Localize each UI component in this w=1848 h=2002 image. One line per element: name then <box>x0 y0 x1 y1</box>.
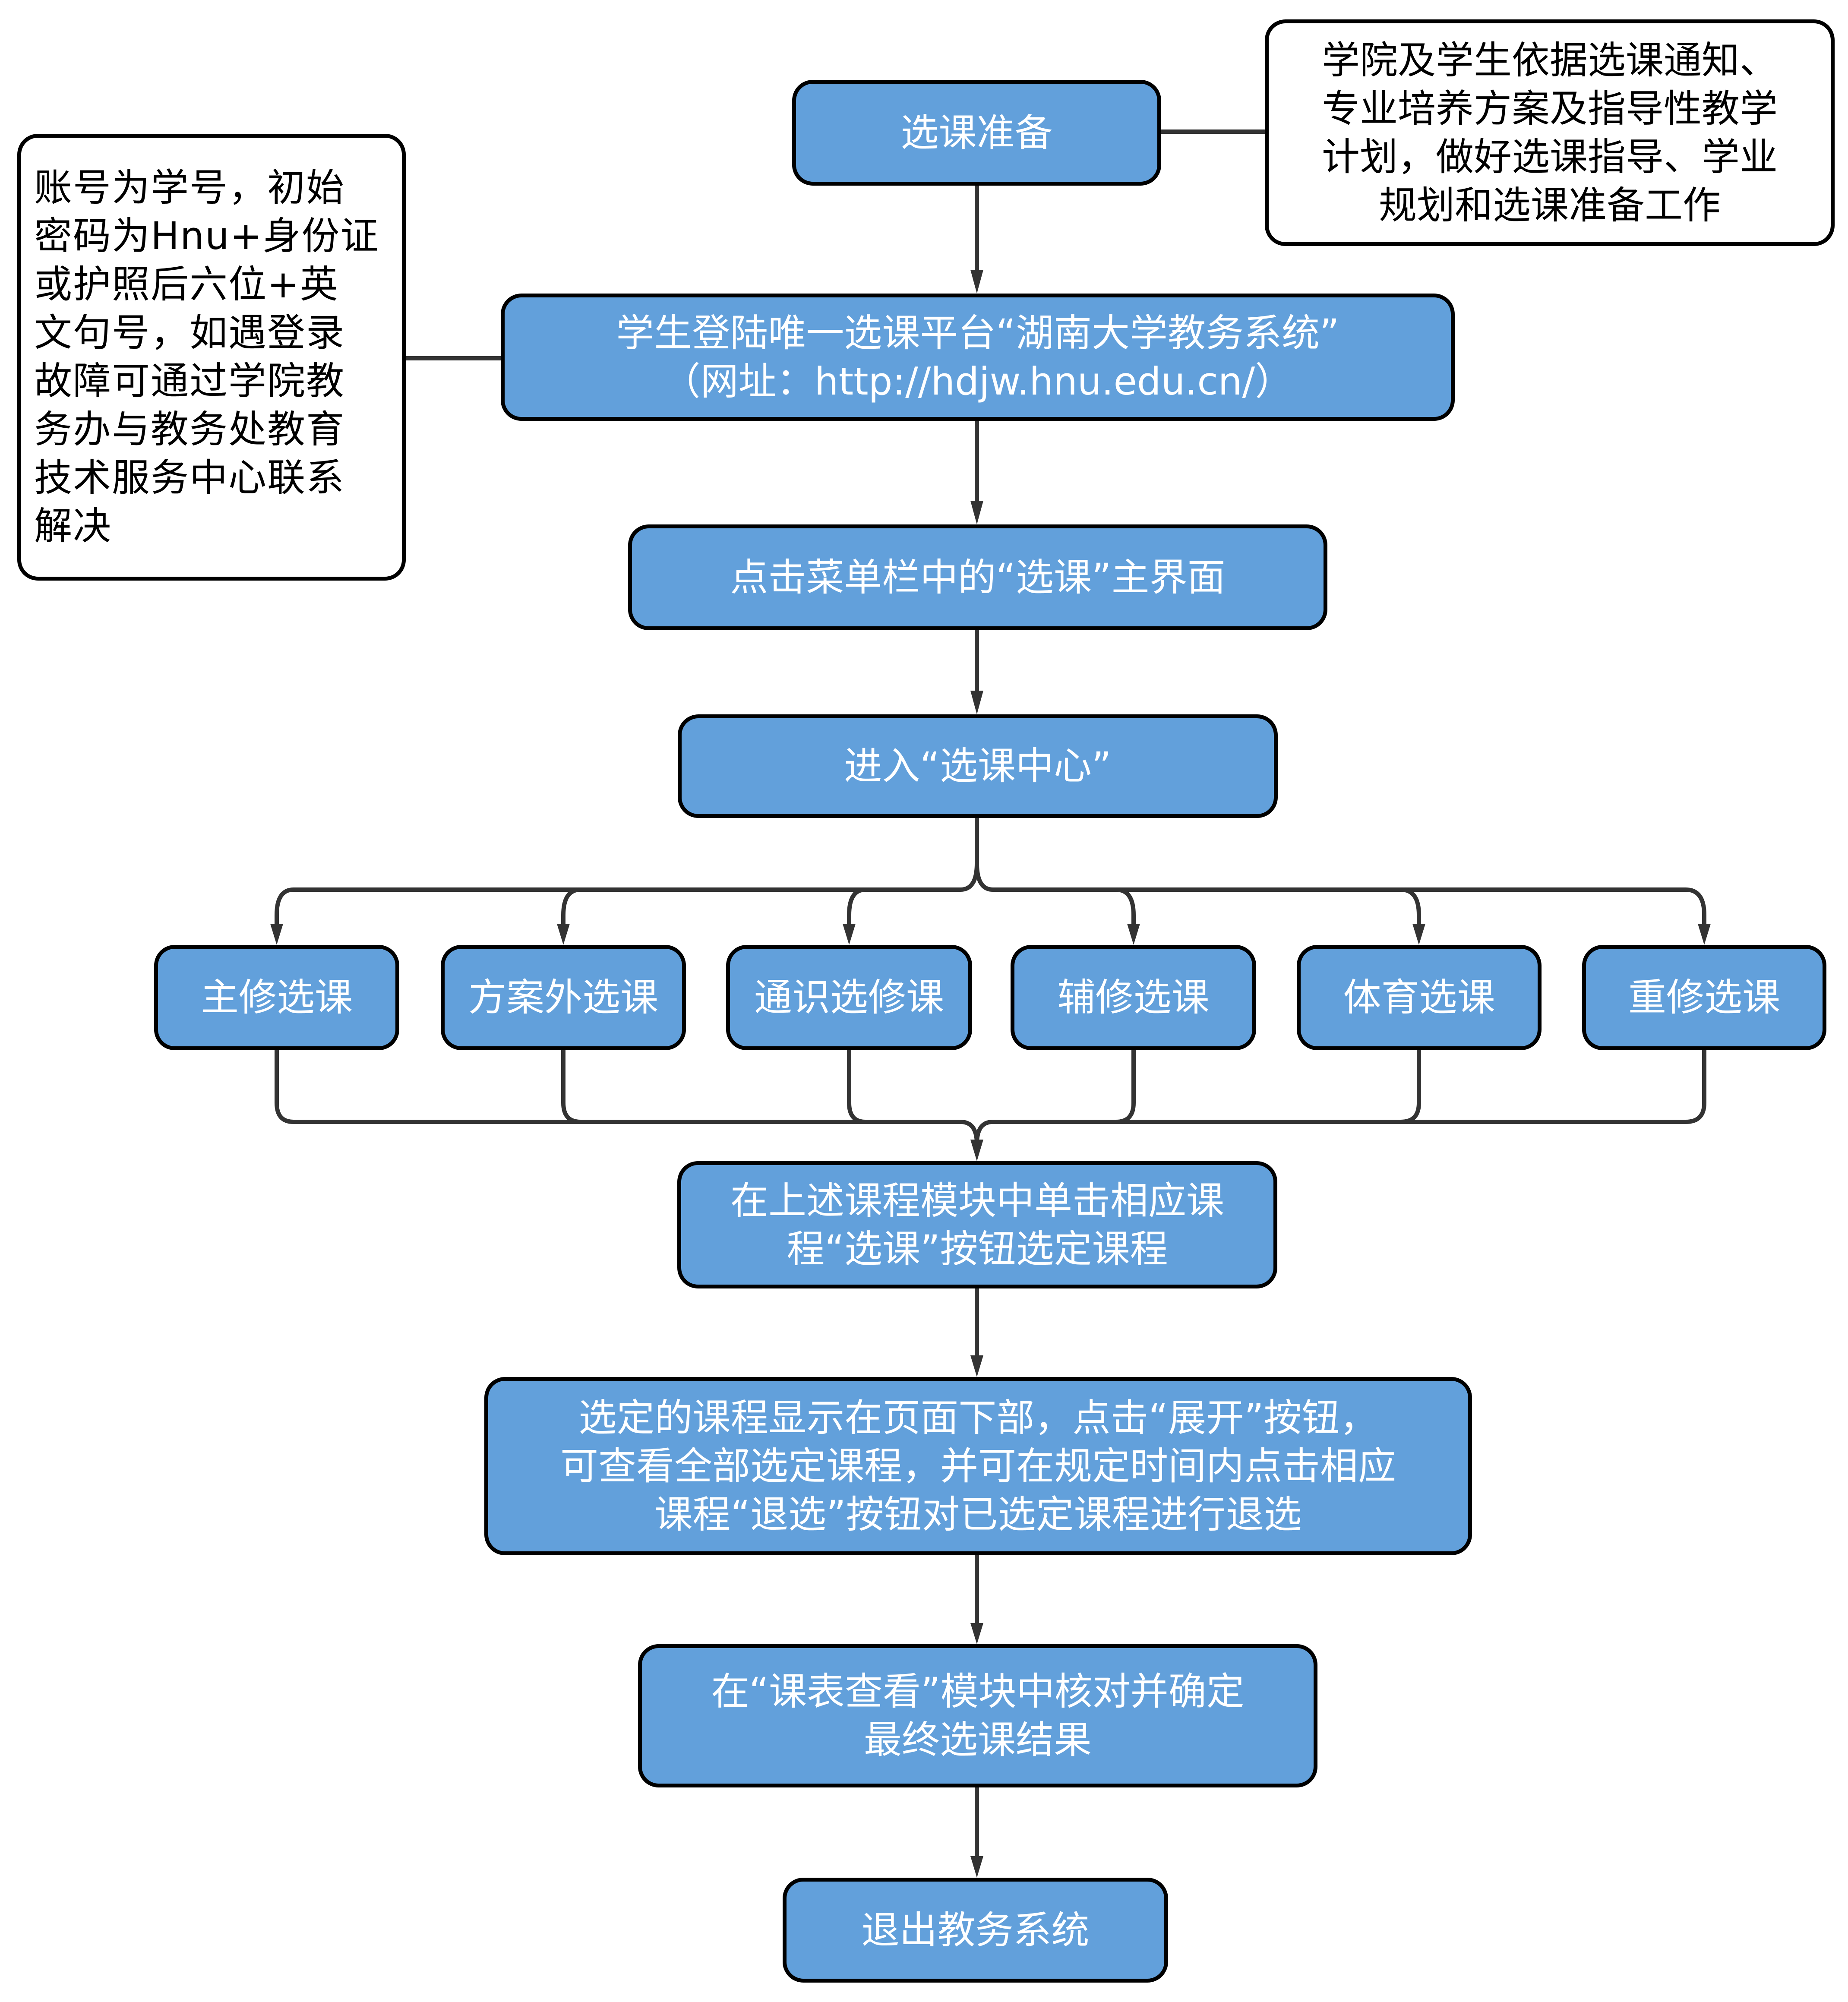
merge-branch-2 <box>561 1050 581 1124</box>
step-menu: 点击菜单栏中的“选课”主界面 <box>628 524 1327 630</box>
branch-minor: 辅修选课 <box>1011 945 1256 1050</box>
arrowhead-icon <box>1412 924 1425 945</box>
note-prepare-text: 学院及学生依据选课通知、 专业培养方案及指导性教学 计划，做好选课指导、学业 规… <box>1321 38 1778 227</box>
bus-branch-5 <box>1400 887 1421 928</box>
branch-extra-plan: 方案外选课 <box>441 945 686 1050</box>
step-exit: 退出教务系统 <box>783 1878 1168 1983</box>
arrowhead-icon <box>970 691 983 714</box>
step-select-label: 在上述课程模块中单击相应课 程“选课”按钮选定课程 <box>730 1178 1224 1271</box>
note-login-text: 账号为学号，初始 密码为Hnu+身份证 或护照后六位+英 文句号，如遇登录 故障… <box>34 165 379 548</box>
arrowhead-icon <box>970 1623 983 1644</box>
bus-branch-4 <box>1115 887 1136 928</box>
arrowhead-icon <box>970 1856 983 1878</box>
branch-label: 主修选课 <box>200 975 353 1020</box>
branch-label: 体育选课 <box>1343 975 1495 1020</box>
arrowhead-icon <box>557 924 570 945</box>
arrowhead-icon <box>970 1355 983 1377</box>
step-menu-label: 点击菜单栏中的“选课”主界面 <box>730 555 1226 600</box>
merge-branch-5 <box>1400 1050 1421 1124</box>
step-prepare: 选课准备 <box>792 80 1161 186</box>
merge-branch-6 <box>975 1050 1706 1144</box>
arrowhead-icon <box>1127 924 1140 945</box>
step-review-label: 选定的课程显示在页面下部，点击“展开”按钮， 可查看全部选定课程，并可在规定时间… <box>560 1395 1396 1537</box>
branch-general-elective: 通识选修课 <box>726 945 972 1050</box>
branch-label: 通识选修课 <box>754 975 944 1020</box>
bus-branch-1 <box>275 863 979 928</box>
step-center-label: 进入“选课中心” <box>844 744 1112 788</box>
branch-retake: 重修选课 <box>1582 945 1826 1050</box>
step-review: 选定的课程显示在页面下部，点击“展开”按钮， 可查看全部选定课程，并可在规定时间… <box>484 1377 1472 1555</box>
step-prepare-label: 选课准备 <box>900 110 1053 155</box>
step-login: 学生登陆唯一选课平台“湖南大学教务系统” （网址：http://hdjw.hnu… <box>501 294 1455 421</box>
arrowhead-icon <box>1698 924 1711 945</box>
arrowhead-icon <box>843 924 856 945</box>
arrowhead-icon <box>270 924 283 945</box>
bus-branch-6 <box>975 863 1706 928</box>
arrowhead-icon <box>970 270 983 294</box>
step-select: 在上述课程模块中单击相应课 程“选课”按钮选定课程 <box>677 1161 1277 1288</box>
branch-pe: 体育选课 <box>1297 945 1542 1050</box>
step-confirm: 在“课表查看”模块中核对并确定 最终选课结果 <box>638 1644 1317 1787</box>
note-login: 账号为学号，初始 密码为Hnu+身份证 或护照后六位+英 文句号，如遇登录 故障… <box>17 134 406 581</box>
branch-label: 重修选课 <box>1628 975 1780 1020</box>
step-exit-label: 退出教务系统 <box>861 1907 1090 1952</box>
bus-branch-3 <box>847 887 866 928</box>
arrowhead-icon <box>970 501 983 524</box>
arrowheads <box>270 270 1711 1878</box>
connector-lines <box>275 129 1706 1860</box>
branch-label: 方案外选课 <box>468 975 658 1020</box>
step-confirm-label: 在“课表查看”模块中核对并确定 最终选课结果 <box>711 1669 1245 1762</box>
bus-branch-2 <box>561 887 581 928</box>
arrowhead-icon <box>970 1140 983 1161</box>
note-prepare: 学院及学生依据选课通知、 专业培养方案及指导性教学 计划，做好选课指导、学业 规… <box>1265 19 1835 246</box>
branch-major: 主修选课 <box>154 945 399 1050</box>
merge-branch-4 <box>1115 1050 1136 1124</box>
merge-branch-1 <box>275 1050 979 1144</box>
step-center: 进入“选课中心” <box>678 714 1278 818</box>
step-login-label: 学生登陆唯一选课平台“湖南大学教务系统” （网址：http://hdjw.hnu… <box>616 310 1339 404</box>
merge-branch-3 <box>847 1050 866 1124</box>
branch-label: 辅修选课 <box>1057 975 1210 1020</box>
